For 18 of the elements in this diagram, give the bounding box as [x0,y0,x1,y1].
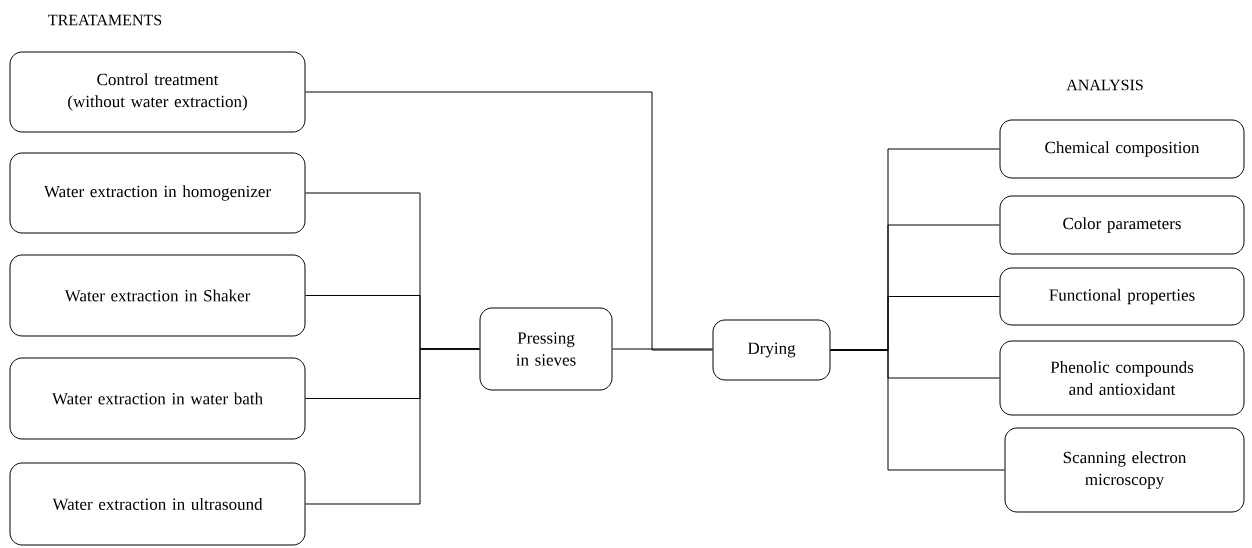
process-box: Water extraction in water bath [9,357,306,440]
process-box: Color parameters [999,195,1245,255]
process-box: Control treatment (without water extraction) [9,51,306,133]
connector-line [830,349,1005,471]
process-box: Phenolic compounds and antioxidant [999,340,1245,416]
section-heading: ANALYSIS [1066,79,1143,91]
process-box: Scanning electron microscopy [1004,427,1245,513]
connector-line [305,348,480,505]
connector-line [305,91,713,351]
process-box: Water extraction in ultrasound [9,462,306,546]
process-box: Drying [712,319,831,381]
process-box: Water extraction in homogenizer [9,152,306,234]
process-box: Functional properties [999,267,1245,326]
section-heading: TREATAMENTS [48,14,162,26]
process-box: Chemical composition [999,119,1245,179]
connector-line [612,348,713,350]
process-box: Water extraction in Shaker [9,254,306,337]
process-box: Pressing in sieves [479,307,613,391]
